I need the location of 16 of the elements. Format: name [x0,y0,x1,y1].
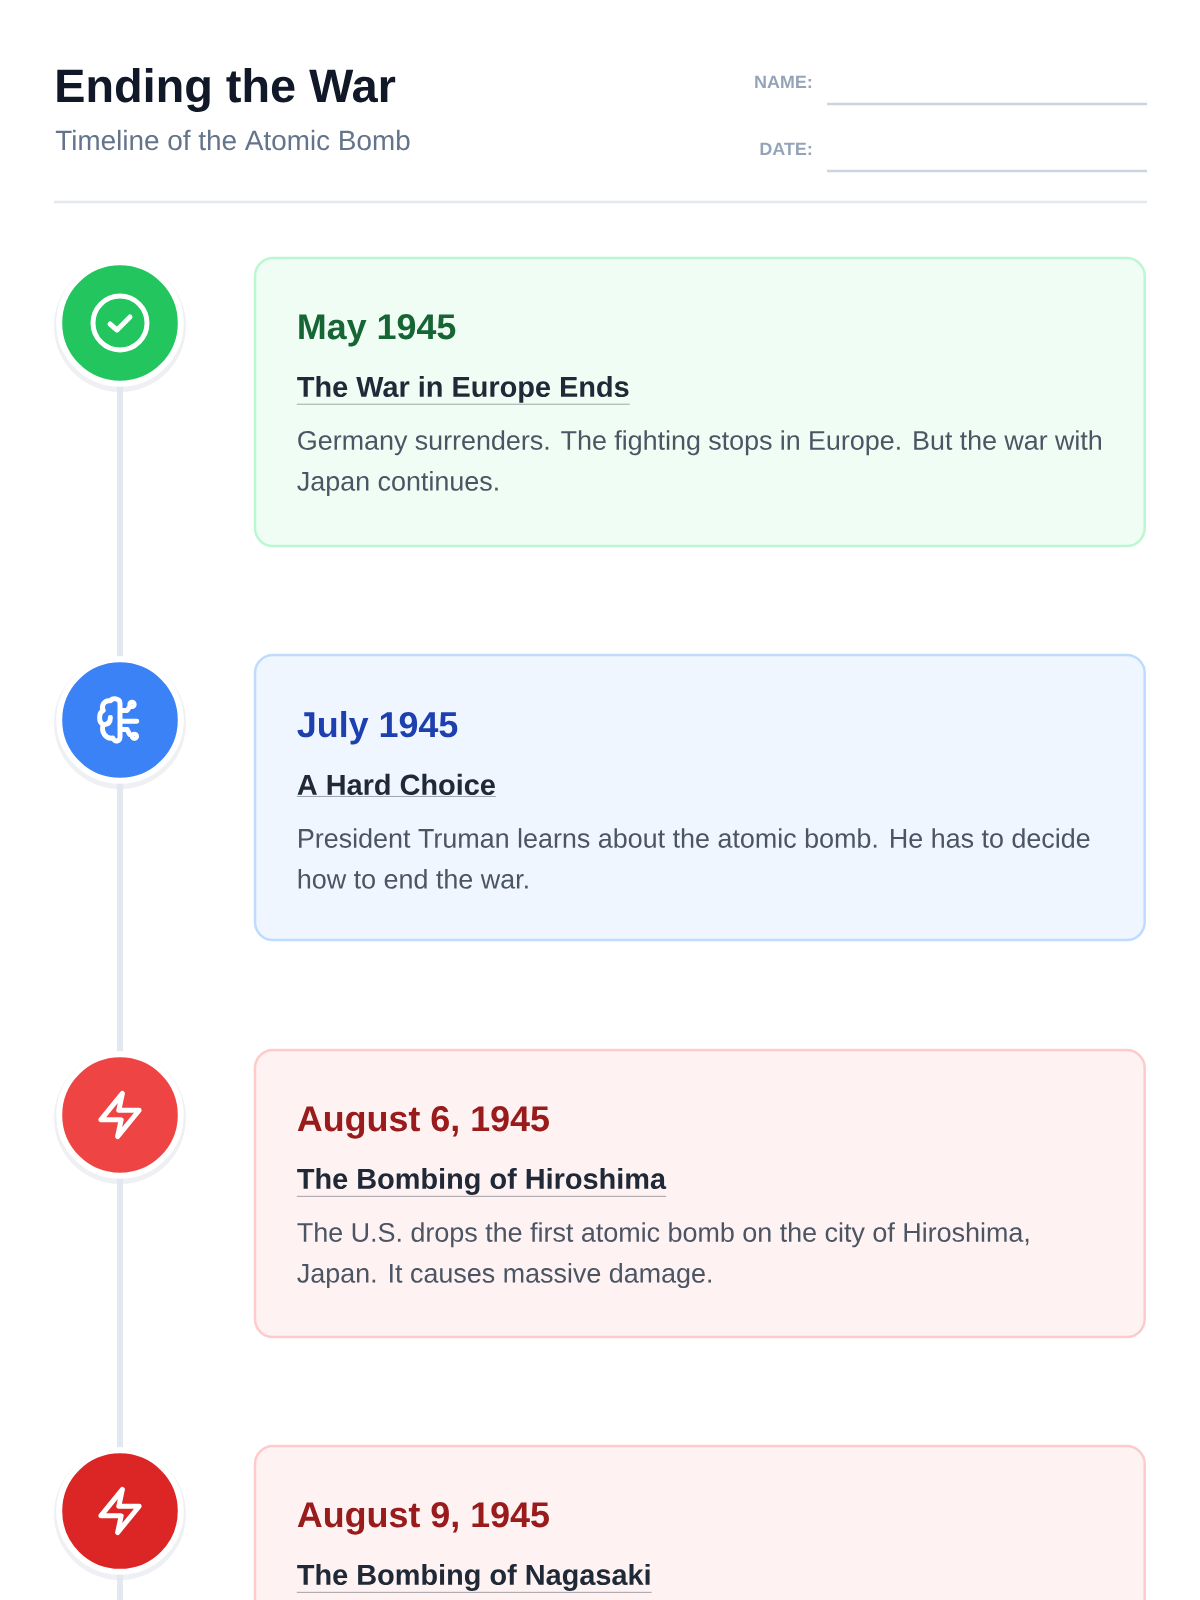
timeline-circle [54,1051,186,1184]
title: Ending the War [57,68,396,112]
event-card: August 6, 1945 The Bombing of Hiroshima The U.S. drops the first atomic bomb on the city of Hiroshima, Japan. It causes massive damage. [253,1048,1146,1339]
timeline-circle [54,1447,186,1580]
event-card: July 1945 A Hard Choice President Truman learns about the atomic bomb. He has to decide how to end the war. [253,653,1146,942]
timeline-line [117,1178,123,1448]
field-label: DATE: [760,142,812,155]
timeline-circle [54,259,186,392]
timeline-line [117,386,123,657]
event-card: May 1945 The War in Europe Ends Germany surrenders. The fighting stops in Europe. But the war with Japan continues. [253,256,1146,548]
timeline-circle [54,656,186,789]
event-card: August 9, 1945 The Bombing of Nagasaki [253,1444,1146,1600]
timeline-line [117,783,123,1052]
timeline-line [117,1574,123,1600]
subtitle: Timeline of the Atomic Bomb [55,129,410,151]
field-label: NAME: [755,75,812,88]
